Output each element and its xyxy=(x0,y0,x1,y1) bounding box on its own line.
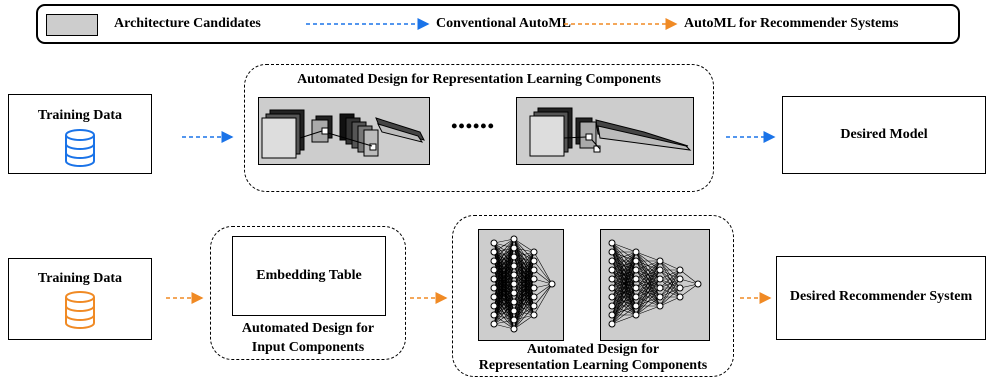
neuron-node xyxy=(490,266,498,274)
neuron-node xyxy=(490,284,498,292)
input-group-title-line2: Input Components xyxy=(251,340,365,355)
neuron-node xyxy=(608,320,616,328)
neuron-node xyxy=(530,293,538,301)
legend-candidate-swatch xyxy=(46,14,98,36)
bottom-training-data-label: Training Data xyxy=(37,271,123,286)
neuron-node xyxy=(490,257,498,265)
neuron-node xyxy=(490,320,498,328)
neuron-node xyxy=(608,257,616,265)
embedding-table-label: Embedding Table xyxy=(256,268,362,283)
neuron-node xyxy=(510,271,518,279)
neuron-node xyxy=(490,311,498,319)
neuron-node xyxy=(510,244,518,252)
neuron-node xyxy=(510,298,518,306)
neuron-node xyxy=(608,266,616,274)
neuron-node xyxy=(676,266,684,274)
neuron-node xyxy=(656,257,664,265)
neuron-node xyxy=(530,257,538,265)
neuron-node xyxy=(632,266,640,274)
neuron-node xyxy=(608,311,616,319)
neuron-node xyxy=(490,248,498,256)
legend-conventional-label: Conventional AutoML xyxy=(436,16,571,31)
database-icon xyxy=(65,291,95,329)
neuron-node xyxy=(694,280,702,288)
neuron-node xyxy=(656,302,664,310)
neuron-node xyxy=(510,325,518,333)
neuron-node xyxy=(632,284,640,292)
neuron-node xyxy=(490,302,498,310)
neuron-node xyxy=(510,280,518,288)
neuron-node xyxy=(656,266,664,274)
neuron-node xyxy=(608,239,616,247)
neuron-node xyxy=(632,302,640,310)
input-components-group xyxy=(210,226,406,360)
legend xyxy=(36,4,960,44)
neural-network-diagram-1 xyxy=(490,235,556,333)
candidates-ellipsis: •••••• xyxy=(451,116,495,136)
neuron-node xyxy=(548,280,556,288)
database-icon xyxy=(65,129,95,167)
top-repr-group-title: Automated Design for Representation Lear… xyxy=(297,72,661,87)
neuron-node xyxy=(656,293,664,301)
neuron-node xyxy=(510,307,518,315)
legend-recsys-label: AutoML for Recommender Systems xyxy=(684,16,899,31)
neuron-node xyxy=(632,311,640,319)
neuron-node xyxy=(676,284,684,292)
desired-recsys-box xyxy=(776,256,986,340)
neuron-node xyxy=(608,293,616,301)
neuron-node xyxy=(676,293,684,301)
neuron-node xyxy=(632,275,640,283)
neuron-node xyxy=(510,316,518,324)
neuron-node xyxy=(676,275,684,283)
neuron-node xyxy=(608,248,616,256)
neuron-node xyxy=(656,275,664,283)
neuron-node xyxy=(530,275,538,283)
cnn-diagram-2 xyxy=(529,107,692,157)
neuron-node xyxy=(530,284,538,292)
neuron-node xyxy=(490,293,498,301)
neuron-node xyxy=(510,253,518,261)
neuron-node xyxy=(608,284,616,292)
legend-candidates-label: Architecture Candidates xyxy=(114,16,261,31)
neuron-node xyxy=(632,248,640,256)
bottom-repr-title-line2: Representation Learning Components xyxy=(478,358,708,373)
neuron-node xyxy=(530,302,538,310)
top-repr-group xyxy=(244,64,714,192)
neuron-node xyxy=(530,311,538,319)
neuron-node xyxy=(510,262,518,270)
neuron-node xyxy=(490,275,498,283)
neuron-node xyxy=(510,289,518,297)
top-training-data-label: Training Data xyxy=(37,108,123,123)
desired-model-box xyxy=(782,96,986,174)
desired-model-label: Desired Model xyxy=(840,127,928,142)
embedding-table-box xyxy=(232,236,386,316)
neuron-node xyxy=(530,248,538,256)
neuron-node xyxy=(632,257,640,265)
bottom-repr-group xyxy=(452,215,734,377)
neural-network-diagram-2 xyxy=(608,239,702,328)
neuron-node xyxy=(530,266,538,274)
neuron-node xyxy=(656,284,664,292)
neuron-node xyxy=(608,302,616,310)
neuron-node xyxy=(490,239,498,247)
desired-recsys-label: Desired Recommender System xyxy=(789,289,973,304)
neuron-node xyxy=(632,293,640,301)
cnn-diagram-1 xyxy=(261,109,425,159)
neuron-node xyxy=(510,235,518,243)
neuron-node xyxy=(608,275,616,283)
input-group-title-line1: Automated Design for xyxy=(241,321,375,336)
bottom-repr-title-line1: Automated Design for xyxy=(526,342,660,357)
